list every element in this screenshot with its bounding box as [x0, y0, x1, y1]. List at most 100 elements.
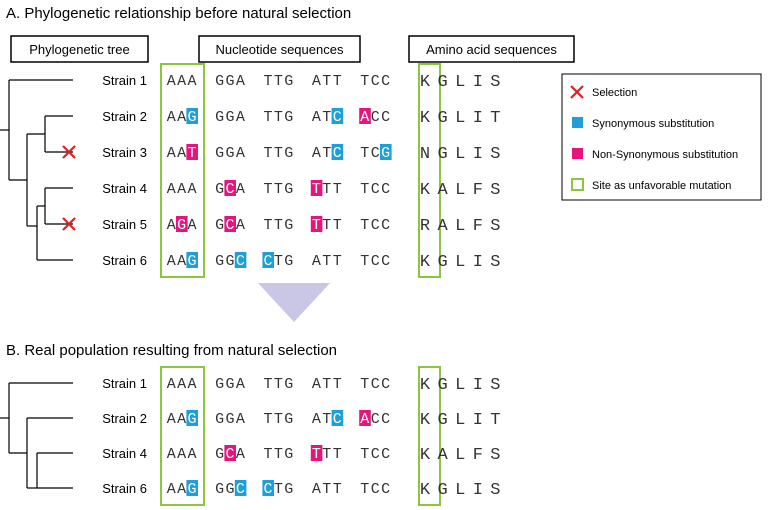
nucleotide: T — [333, 217, 342, 234]
nucleotide: G — [284, 109, 293, 126]
synonymous-mark — [331, 144, 344, 160]
amino-acid: L — [455, 376, 465, 395]
nucleotide: G — [284, 181, 293, 198]
amino-acid: L — [455, 73, 465, 92]
strain-label: Strain 1 — [102, 376, 147, 391]
amino-acid: I — [473, 109, 483, 128]
amino-acid: L — [455, 481, 465, 500]
nucleotide: T — [187, 145, 196, 162]
nucleotide: T — [263, 181, 272, 198]
synonymous-mark — [234, 480, 247, 496]
legend-selection: Selection — [570, 85, 637, 99]
legend-site: Site as unfavorable mutation — [571, 178, 731, 192]
nucleotide: A — [236, 145, 245, 162]
selection-icon — [62, 217, 76, 231]
amino-acid: K — [420, 411, 431, 430]
nucleotide: T — [263, 446, 272, 463]
nucleotide: A — [177, 376, 186, 393]
nucleotide: G — [177, 217, 186, 234]
nucleotide: A — [236, 376, 245, 393]
nucleotide: C — [225, 181, 234, 198]
amino-acid: I — [473, 411, 483, 430]
nucleotide: C — [381, 446, 390, 463]
nonsynonymous-mark — [310, 180, 323, 196]
nucleotide: G — [225, 73, 234, 90]
legend-nonsynonymous-swatch — [572, 148, 583, 159]
amino-acid: I — [473, 481, 483, 500]
nucleotide: G — [187, 253, 196, 270]
nucleotide: C — [371, 181, 380, 198]
amino-acid: G — [437, 411, 447, 430]
nucleotide: T — [333, 481, 342, 498]
panel-a-tree — [0, 79, 73, 261]
strain-label: Strain 6 — [102, 253, 147, 268]
nucleotide: C — [371, 217, 380, 234]
amino-acid: T — [490, 109, 500, 128]
amino-acid: A — [437, 217, 448, 236]
nucleotide: G — [215, 145, 224, 162]
nucleotide: C — [263, 253, 272, 270]
nucleotide: A — [177, 109, 186, 126]
tree-header-box — [10, 35, 149, 63]
nucleotide: C — [371, 376, 380, 393]
panel-a-amino-site-box — [418, 63, 441, 278]
nucleotide: G — [215, 446, 224, 463]
amino-header-box — [408, 35, 575, 63]
nucleotide: T — [360, 145, 369, 162]
nucleotide: C — [371, 411, 380, 428]
nucleotide: A — [177, 73, 186, 90]
nucleotide: G — [215, 253, 224, 270]
nucleotide: G — [215, 376, 224, 393]
synonymous-mark — [331, 410, 344, 426]
panel-b-tree — [0, 382, 73, 489]
nonsynonymous-mark — [224, 445, 236, 461]
synonymous-mark — [262, 252, 274, 268]
amino-acid: S — [490, 253, 500, 272]
amino-acid: A — [437, 446, 448, 465]
nucleotide: A — [187, 217, 196, 234]
nucleotide: C — [236, 253, 245, 270]
nucleotide: C — [263, 481, 272, 498]
nucleotide: T — [360, 217, 369, 234]
nucleotide: A — [187, 73, 196, 90]
amino-acid: S — [490, 217, 500, 236]
nucleotide: T — [263, 73, 272, 90]
tree-header: Phylogenetic tree — [29, 42, 129, 57]
nucleotide: T — [333, 181, 342, 198]
nucleotide: A — [177, 145, 186, 162]
panel-b-site-box — [160, 366, 205, 506]
strain-label: Strain 5 — [102, 217, 147, 232]
panel-a-site-box — [160, 63, 205, 278]
nucleotide: T — [322, 145, 331, 162]
nucleotide: A — [236, 217, 245, 234]
panel-b-amino-site-box — [418, 366, 441, 506]
nucleotide: C — [381, 411, 390, 428]
nucleotide: T — [322, 217, 331, 234]
nucleotide: G — [284, 376, 293, 393]
amino-acid: G — [437, 109, 447, 128]
nucleotide: G — [215, 73, 224, 90]
amino-acid: G — [437, 481, 447, 500]
nucleotide: T — [274, 446, 283, 463]
amino-acid: G — [437, 253, 447, 272]
amino-acid: L — [455, 253, 465, 272]
amino-acid: G — [437, 73, 447, 92]
amino-acid: T — [490, 411, 500, 430]
nucleotide: G — [381, 145, 390, 162]
nucleotide: T — [333, 253, 342, 270]
panel-a-title: A. Phylogenetic relationship before natu… — [6, 5, 351, 22]
nucleotide: C — [381, 481, 390, 498]
nucleotide: A — [177, 181, 186, 198]
nucleotide: A — [167, 376, 176, 393]
amino-acid: S — [490, 73, 500, 92]
amino-acid: K — [420, 73, 431, 92]
nucleotide: T — [274, 217, 283, 234]
amino-acid: K — [420, 181, 431, 200]
synonymous-mark — [262, 480, 274, 496]
nucleotide: A — [167, 253, 176, 270]
nucleotide: A — [312, 145, 321, 162]
